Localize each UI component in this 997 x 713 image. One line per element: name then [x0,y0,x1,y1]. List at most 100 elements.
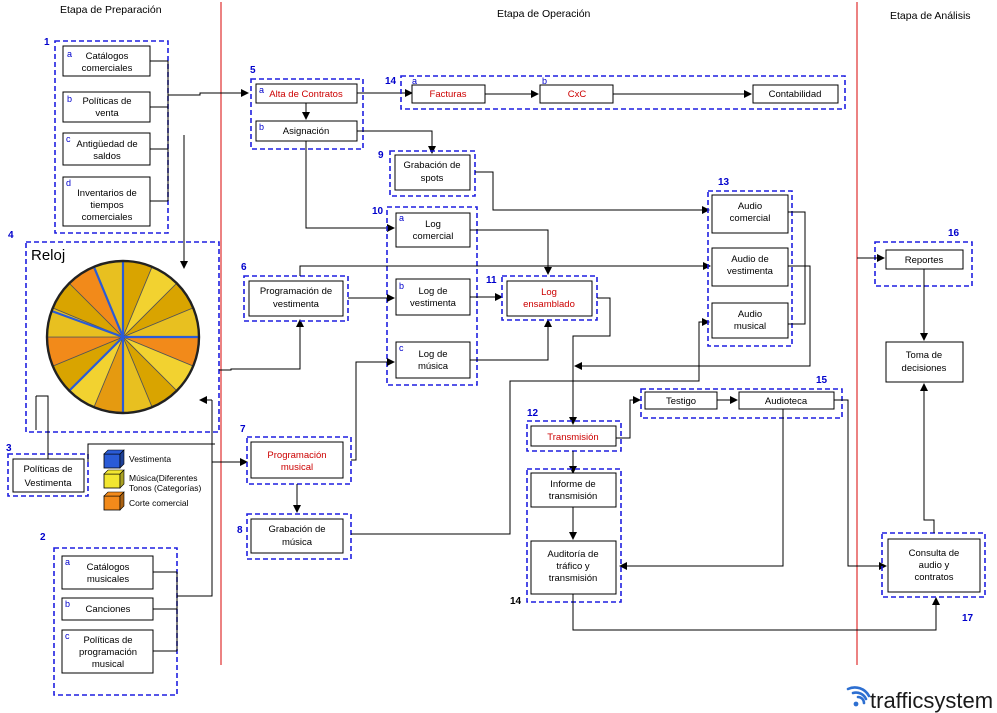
programacion-vestimenta-box[interactable]: Programación de vestimenta [248,280,344,317]
asignacion-box[interactable]: b Asignación [255,120,358,142]
signal-icon [846,686,871,707]
arrow-ensamblado-to-transmision [569,297,611,425]
group1-letter-c: c [66,134,71,144]
group1-item-b[interactable]: b Políticas de venta [62,91,151,123]
stage-analisis: Etapa de Análisis [890,10,971,22]
log-comercial-box[interactable]: a Log comercial [395,212,471,248]
audio-comercial-box[interactable]: Audio comercial [711,194,789,234]
grabacion-spots-box[interactable]: Grabación de spots [394,154,471,191]
testigo-box[interactable]: Testigo [644,391,718,410]
group14top-frame [400,75,846,110]
alta-contratos-label: Alta de Contratos [269,89,343,100]
log-comercial-line2: comercial [413,231,454,242]
group1-d-line3: comerciales [82,212,133,223]
audio-vestimenta-box[interactable]: Audio de vestimenta [711,247,789,287]
audio-musical-box[interactable]: Audio musical [711,302,789,339]
log-musica-line2: música [418,361,449,372]
informe-transmision-box[interactable]: Informe de transmisión [530,472,617,508]
group2-number: 2 [40,532,46,543]
group2-c-line3: musical [92,659,124,670]
informe-line1: Informe de [550,479,595,490]
group14bottom-number: 14 [510,596,522,607]
group1-b-line2: venta [95,108,119,119]
group1-item-c[interactable]: c Antigüedad de saldos [62,132,151,166]
contabilidad-box[interactable]: Contabilidad [752,84,839,104]
politicas-vest-line2: Vestimenta [25,478,73,489]
facturas-box[interactable]: a Facturas [411,76,486,104]
audioteca-box[interactable]: Audioteca [738,391,835,410]
reloj-clock[interactable] [45,259,201,415]
transmision-box[interactable]: Transmisión [530,425,617,447]
programacion-musical-box[interactable]: Programación musical [250,441,344,479]
group1-letter-b: b [67,94,72,104]
testigo-label: Testigo [666,396,696,407]
group7-frame [246,436,352,485]
grabacion-musica-box[interactable]: Grabación de música [250,518,344,554]
audio-vestimenta-line1: Audio de [731,254,769,265]
connector-legend-top [87,443,215,462]
group11-number: 11 [486,275,497,286]
alta-contratos-box[interactable]: a Alta de Contratos [255,83,358,104]
group1-item-d[interactable]: d Inventarios de tiempos comerciales [62,176,151,227]
grabacion-spots-line2: spots [421,173,444,184]
trafficsystem-logo: trafficsystem [846,686,993,713]
arrow-group1-to-alta [168,89,249,97]
legend: Vestimenta Música(Diferentes Tonos (Cate… [103,449,201,511]
toma-line1: Toma de [906,350,942,361]
group1-item-a[interactable]: a Catálogos comerciales [62,45,151,77]
group1-d-line2: tiempos [90,200,124,211]
group2-item-c[interactable]: c Políticas de programación musical [61,629,154,674]
group14top-number: 14 [385,76,397,87]
log-ensamblado-box[interactable]: Log ensamblado [506,280,593,317]
prog-vest-line2: vestimenta [273,299,320,310]
auditoria-box[interactable]: Auditoría de tráfico y transmisión [530,540,617,595]
group13-number: 13 [718,177,730,188]
audio-comercial-line1: Audio [738,201,762,212]
legend-vestimenta-label: Vestimenta [129,454,171,464]
group3-number: 3 [6,443,12,454]
log-vestimenta-box[interactable]: b Log de vestimenta [395,278,471,316]
transmision-label: Transmisión [547,432,598,443]
consulta-box[interactable]: Consulta de audio y contratos [887,538,981,593]
group1-letter-a: a [67,49,72,59]
politicas-vest-line1: Políticas de [23,464,72,475]
group10-letter-b: b [399,281,404,291]
reportes-label: Reportes [905,255,944,266]
arrow-logmus-to-ensamblado [470,319,552,361]
arrow-audioteca-to-consulta [834,399,887,570]
arrow-asignacion-to-log-comercial [305,141,395,232]
group2-letter-b: b [65,599,70,609]
group5-letter-b: b [259,122,264,132]
group1-b-line1: Políticas de [82,96,131,107]
group1-bracket [150,60,169,202]
log-musica-box[interactable]: c Log de música [395,341,471,379]
group2-item-a[interactable]: a Catálogos musicales [61,555,154,590]
toma-line2: decisiones [902,363,947,374]
group10-letter-c: c [399,343,404,353]
asignacion-label: Asignación [283,126,329,137]
group1-c-line2: saldos [93,151,121,162]
group17-number: 17 [962,613,974,624]
legend-corte-swatch [103,491,125,511]
clock-vestimenta-mark [51,309,124,339]
clock-vestimenta-mark [68,336,124,392]
legend-musica-label2: Tonos (Categorías) [129,483,201,493]
audio-musical-line1: Audio [738,309,762,320]
audio-comercial-line2: comercial [730,213,771,224]
group1-number: 1 [44,37,50,48]
group2-item-b[interactable]: b Canciones [61,597,154,621]
group2-a-line2: musicales [87,574,129,585]
arrow-logcom-to-ensamblado [470,229,552,275]
group2-c-line1: Políticas de [83,635,132,646]
log-vestimenta-line2: vestimenta [410,298,457,309]
politicas-vestimenta-box[interactable]: Políticas de Vestimenta [12,458,85,493]
arrow-progvest-to-audio-vestimenta [299,262,711,276]
toma-decisiones-box[interactable]: Toma de decisiones [885,341,964,383]
cxc-box[interactable]: b CxC [539,76,614,104]
group1-c-line1: Antigüedad de [76,139,137,150]
brand-name: trafficsystem [870,688,993,713]
group2-c-line2: programación [79,647,137,658]
arrow-politicas-to-reloj [36,395,49,459]
reportes-box[interactable]: Reportes [885,249,964,270]
audio-vestimenta-line2: vestimenta [727,266,774,277]
